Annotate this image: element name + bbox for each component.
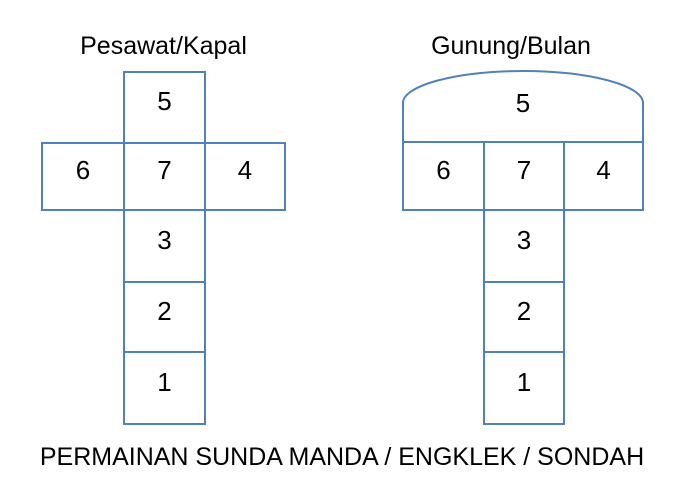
pesawat-cell-3: 3 — [157, 224, 172, 255]
gunung-outline — [402, 70, 644, 425]
gunung-cell-4: 4 — [596, 154, 611, 185]
caption: PERMAINAN SUNDA MANDA / ENGKLEK / SONDAH — [39, 443, 645, 471]
gunung-cell-7: 7 — [516, 154, 532, 185]
pesawat-cell-5: 5 — [157, 86, 172, 116]
pesawat-outline — [41, 71, 286, 425]
gunung-cell-2: 2 — [516, 295, 532, 326]
gunung-cell-5: 5 — [515, 87, 531, 118]
pesawat-cell-7: 7 — [157, 155, 172, 185]
pesawat-middle-row-rect — [41, 142, 286, 211]
pesawat-cell-4: 4 — [237, 155, 253, 185]
gunung-column-rect — [483, 209, 565, 425]
gunung-cell-1: 1 — [516, 366, 532, 397]
pesawat-cell-1: 1 — [157, 366, 172, 397]
gunung-cell-3: 3 — [516, 224, 532, 255]
pesawat-cell-2: 2 — [157, 295, 172, 326]
pesawat-cell-6: 6 — [75, 155, 91, 185]
pesawat-figure-title: Pesawat/Kapal — [80, 32, 247, 60]
pesawat-column-rect — [123, 71, 206, 425]
gunung-dome-arc — [402, 70, 644, 142]
gunung-cell-6: 6 — [436, 154, 451, 185]
gunung-figure-title: Gunung/Bulan — [431, 32, 591, 60]
